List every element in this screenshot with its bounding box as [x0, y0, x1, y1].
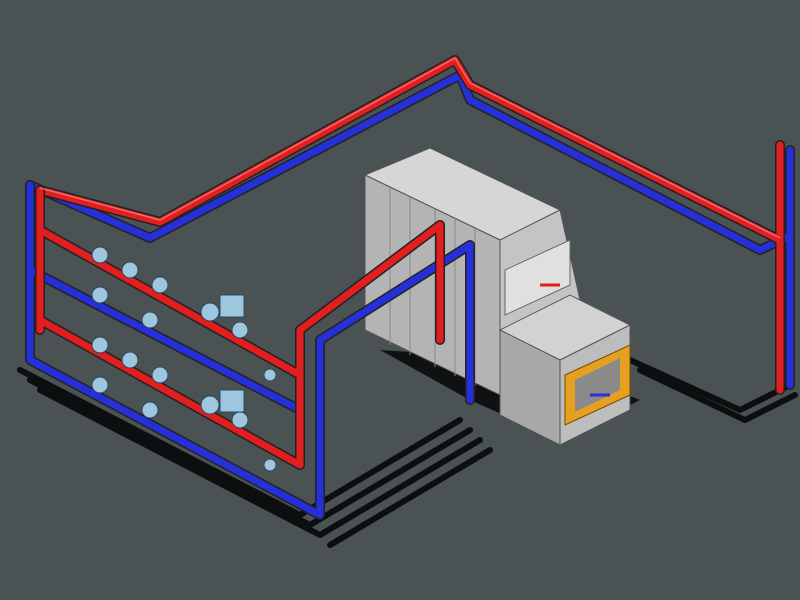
valve-icon	[121, 261, 139, 279]
valve-icon	[231, 321, 249, 339]
damper-grille	[504, 239, 571, 316]
valve-icon	[91, 246, 109, 264]
valve-icon	[151, 276, 169, 294]
valve-icon	[121, 351, 139, 369]
valve-icon	[200, 302, 220, 322]
valve-icon	[91, 336, 109, 354]
valve-icon	[200, 395, 220, 415]
return-pipes	[25, 70, 795, 520]
filter-opening	[575, 358, 620, 412]
supply-pipes	[35, 55, 785, 470]
valve-icon	[91, 286, 109, 304]
pump-icon	[219, 294, 245, 318]
air-handling-unit[interactable]	[363, 147, 632, 446]
valve-assemblies	[91, 246, 277, 472]
valve-icon	[141, 311, 159, 329]
valve-icon	[231, 411, 249, 429]
valve-icon	[151, 366, 169, 384]
valve-icon	[141, 401, 159, 419]
valve-icon	[263, 368, 277, 382]
pump-icon	[219, 389, 245, 413]
valve-icon	[263, 458, 277, 472]
valve-icon	[91, 376, 109, 394]
